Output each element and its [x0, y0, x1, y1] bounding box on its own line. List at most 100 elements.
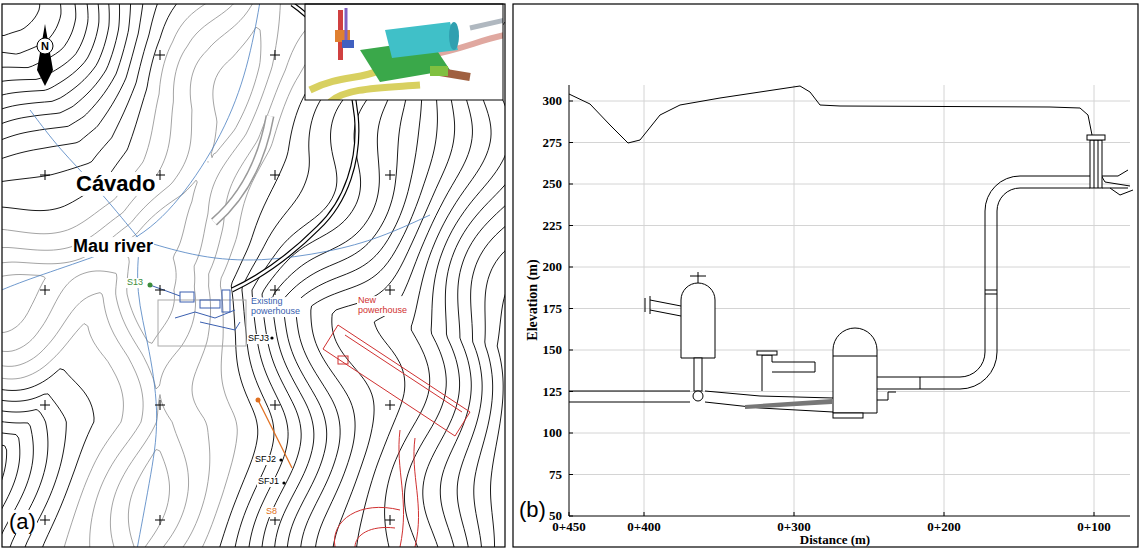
- hydraulic-scheme: [877, 188, 1090, 389]
- new-powerhouse: [355, 527, 395, 547]
- contour-line: [2, 4, 505, 547]
- hydraulic-scheme: [693, 391, 703, 401]
- grid-cross: [40, 515, 50, 525]
- river-line: [140, 215, 430, 260]
- hydraulic-scheme: [833, 413, 863, 418]
- hydraulic-scheme: [745, 399, 832, 409]
- inset-3d-view: [470, 20, 503, 28]
- existing-powerhouse: [180, 292, 194, 302]
- inset-3d-view: [330, 85, 420, 100]
- dam: [214, 116, 270, 222]
- existing-powerhouse: [222, 290, 230, 312]
- hydraulic-scheme: [920, 290, 997, 389]
- contour-line: [2, 4, 505, 547]
- hydraulic-scheme: [877, 176, 1090, 377]
- contour-line: [474, 238, 505, 547]
- tick-mark: [569, 512, 570, 516]
- tick-mark: [569, 350, 573, 351]
- contour-line: [2, 4, 505, 547]
- existing-powerhouse: [150, 285, 246, 346]
- river-line: [2, 4, 262, 295]
- contour-line: [2, 4, 505, 547]
- borehole-dot: [279, 458, 282, 461]
- contour-line: [2, 4, 505, 547]
- tick-mark: [569, 308, 573, 309]
- tick-mark: [569, 142, 573, 143]
- grid-line: [569, 474, 1130, 475]
- axis-tick: 0+200: [927, 520, 960, 534]
- contour-lines: [2, 4, 505, 547]
- panel-letter: (a): [8, 510, 37, 534]
- ground-profile: [569, 86, 1130, 186]
- grid-line: [569, 433, 1130, 434]
- tick-mark: [569, 391, 573, 392]
- borehole-label: S13: [126, 278, 144, 288]
- river-name: Mau river: [72, 237, 154, 257]
- inset-3d-view: [305, 4, 503, 100]
- contour-line: [2, 4, 505, 547]
- new-powerhouse: [345, 335, 462, 412]
- grid-cross: [270, 50, 280, 60]
- grid-line: [569, 267, 1130, 268]
- axis-tick: 0+450: [552, 520, 585, 534]
- contour-line: [440, 191, 505, 547]
- axis-tick: 300: [543, 94, 563, 108]
- tick-mark: [569, 225, 573, 226]
- grid-cross: [270, 400, 280, 410]
- new-powerhouse: [338, 356, 348, 364]
- existing-powerhouse: [200, 322, 240, 330]
- hydraulic-scheme: [569, 135, 1133, 418]
- hydraulic-scheme: [690, 272, 706, 283]
- new-powerhouse: [414, 438, 419, 547]
- tick-mark: [1094, 512, 1095, 516]
- contour-line: [2, 4, 505, 547]
- hydraulic-scheme: [1094, 140, 1098, 188]
- axis-tick: 0+100: [1077, 520, 1110, 534]
- grid-cross: [40, 50, 395, 525]
- axis-tick: 150: [543, 343, 563, 357]
- tick-mark: [569, 516, 573, 517]
- axis-tick: 100: [543, 426, 563, 440]
- tick-mark: [944, 512, 945, 516]
- borehole-dot: [282, 481, 285, 484]
- grid-cross: [385, 515, 395, 525]
- grid-cross: [40, 170, 50, 180]
- grid-cross: [270, 170, 280, 180]
- tick-mark: [569, 474, 573, 475]
- contour-line: [2, 4, 505, 547]
- axis-tick: 0+400: [627, 520, 660, 534]
- contour-line: [457, 213, 505, 547]
- grid-line: [569, 101, 1130, 102]
- grid-cross: [40, 285, 50, 295]
- grid-line: [569, 308, 1130, 309]
- grid-cross: [270, 285, 280, 295]
- borehole-label: SFJ2: [254, 455, 277, 465]
- borehole-label: SFJ3: [247, 334, 270, 344]
- hydraulic-scheme: [1090, 140, 1102, 188]
- axis-tick: 75: [549, 467, 562, 481]
- contour-line: [2, 4, 505, 547]
- grid-cross: [155, 170, 165, 180]
- new-powerhouse: [323, 325, 470, 436]
- tick-mark: [644, 512, 645, 516]
- grid-cross: [385, 170, 395, 180]
- ground-line: [569, 86, 1130, 186]
- hydraulic-scheme: [1087, 135, 1105, 140]
- grid-cross: [385, 400, 395, 410]
- grid-cross: [155, 50, 165, 60]
- north-arrow: [37, 24, 53, 86]
- axis-title: Elevation (m): [525, 259, 540, 340]
- hydraulic-scheme: [877, 392, 896, 400]
- axis-tick: 275: [543, 135, 563, 149]
- contour-line: [423, 45, 505, 547]
- axis-tick: 225: [543, 218, 563, 232]
- hydraulic-scheme: [694, 358, 702, 391]
- tick-mark: [569, 267, 573, 268]
- hydraulic-scheme: [833, 356, 877, 357]
- contour-line: [491, 271, 505, 547]
- grid-cross: [385, 285, 395, 295]
